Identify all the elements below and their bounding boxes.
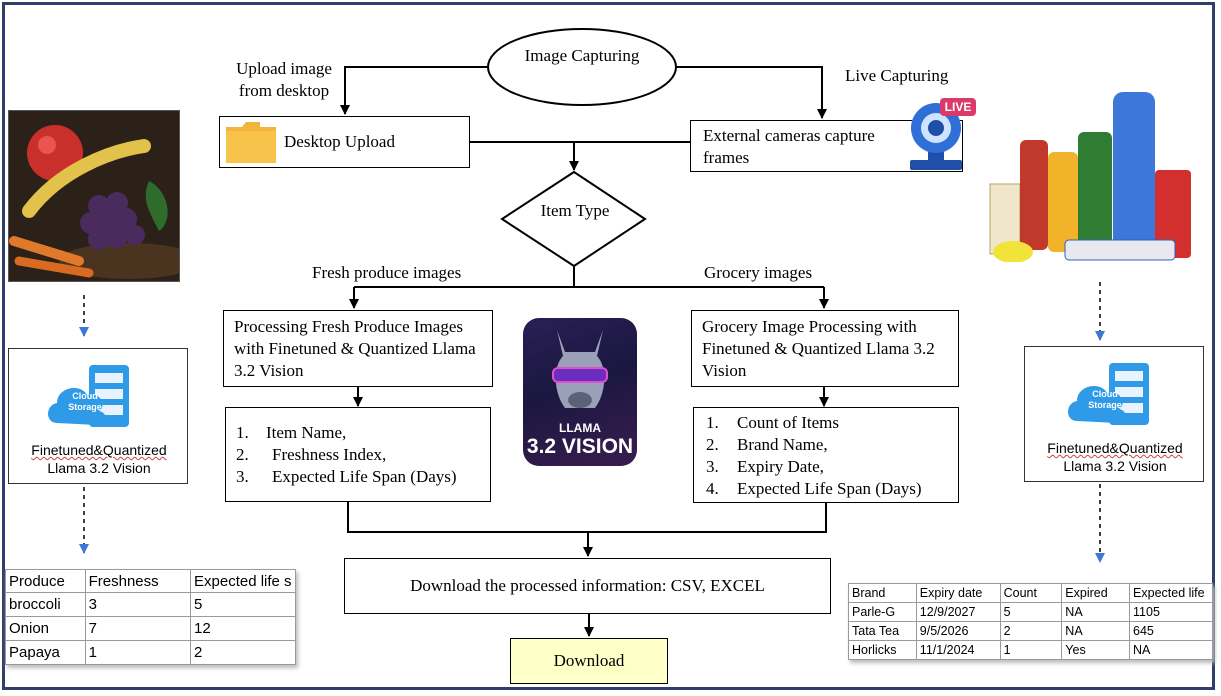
cloud-storage-icon [48,365,129,427]
table-cell: NA [1061,602,1131,622]
external-cameras-label: External cameras capture frames [703,126,875,167]
table-cell: Yes [1061,640,1131,660]
table-header-cell: Expected life [1129,583,1213,603]
table-row: Papaya 1 2 [5,640,296,665]
table-cell: 12 [190,616,296,641]
table-header-row: Brand Expiry date Count Expired Expected… [848,583,1213,603]
storage-label: Storage [68,402,102,412]
table-header-cell: Brand [848,583,917,603]
table-cell: 2 [999,621,1063,641]
model-subtitle: Llama 3.2 Vision [47,460,151,476]
model-title: Finetuned&Quantized [31,442,167,458]
fresh-produce-photo [8,110,180,282]
download-button[interactable]: Download [510,638,668,684]
table-cell: NA [1061,621,1131,641]
grocery-outputs-box: 1.Count of Items 2.Brand Name, 3.Expiry … [693,407,959,503]
live-camera-icon: LIVE [910,98,976,170]
model-subtitle: Llama 3.2 Vision [1063,458,1167,474]
image-capturing-label: Image Capturing [524,46,640,65]
logo-vision-text: 3.2 VISION [526,435,634,458]
arrow-to-desktop-upload [340,66,489,115]
outputs-join-line [347,502,827,533]
table-cell: 1 [84,640,192,665]
table-header-row: Produce Freshness Expected life s [5,569,296,593]
table-cell: 3 [84,592,192,617]
table-header-cell: Expired [1061,583,1131,603]
grocery-output-item: 2.Brand Name, [706,435,828,454]
table-cell: 7 [84,616,192,641]
model-title: Finetuned&Quantized [1047,440,1183,456]
fruit-illustration [9,111,179,281]
live-capturing-label: Live Capturing [845,66,949,85]
table-cell: broccoli [5,592,86,617]
table-header-cell: Expected life s [190,569,296,593]
desktop-upload-label: Desktop Upload [284,132,395,151]
table-cell: Parle-G [848,602,917,622]
storage-label: Storage [1088,400,1122,410]
upload-from-desktop-label: Upload image from desktop [236,59,332,100]
fresh-output-item: 2.Freshness Index, [236,445,387,464]
table-header-cell: Produce [5,569,86,593]
produce-table: Produce Freshness Expected life s brocco… [5,569,296,665]
table-cell: 5 [999,602,1063,622]
table-cell: Horlicks [848,640,917,660]
table-cell: 2 [190,640,296,665]
table-cell: 9/5/2026 [915,621,1001,641]
grocery-products-photo [989,92,1191,262]
table-cell: 1105 [1129,602,1213,622]
table-row: Parle-G 12/9/2027 5 NA 1105 [848,602,1213,622]
table-cell: 645 [1129,621,1213,641]
logo-llama-text: LLAMA [559,421,601,435]
item-type-label: Item Type [540,201,610,220]
download-info-label: Download the processed information: CSV,… [410,576,765,595]
table-row: broccoli 3 5 [5,592,296,617]
table-header-cell: Freshness [84,569,192,593]
table-cell: 12/9/2027 [915,602,1001,622]
fresh-produce-label: Fresh produce images [312,263,462,282]
table-cell: Papaya [5,640,86,665]
fresh-output-item: 1.Item Name, [236,423,347,442]
llama-vision-logo: LLAMA 3.2 VISION [523,318,637,466]
cloud-label: Cloud [1092,389,1118,399]
table-cell: NA [1129,640,1213,660]
image-capturing-oval [487,28,677,106]
grocery-table: Brand Expiry date Count Expired Expected… [848,583,1213,660]
table-row: Horlicks 11/1/2024 1 Yes NA [848,640,1213,660]
grocery-processing-box: Grocery Image Processing with Finetuned … [691,310,959,387]
fresh-processing-label: Processing Fresh Produce Images with Fin… [234,317,476,380]
grocery-images-label: Grocery images [704,263,813,282]
grocery-output-item: 3.Expiry Date, [706,457,824,476]
folder-icon [226,122,276,163]
fresh-outputs-box: 1.Item Name, 2.Freshness Index, 3.Expect… [225,407,491,502]
table-cell: 5 [190,592,296,617]
desktop-upload-box: Desktop Upload [219,116,470,168]
table-row: Onion 7 12 [5,616,296,641]
grocery-output-item: 4.Expected Life Span (Days) [706,479,922,498]
live-badge: LIVE [945,100,972,114]
grocery-output-item: 1.Count of Items [706,413,839,432]
table-cell: Tata Tea [848,621,917,641]
table-cell: 1 [999,640,1063,660]
fresh-output-item: 3.Expected Life Span (Days) [236,467,457,486]
llama-head-icon [552,330,608,408]
arrow-to-external-cameras [676,66,827,119]
cloud-storage-icon [1068,363,1149,425]
table-row: Tata Tea 9/5/2026 2 NA 645 [848,621,1213,641]
fresh-processing-box: Processing Fresh Produce Images with Fin… [223,310,493,387]
item-type-diamond [500,170,647,268]
table-cell: 11/1/2024 [915,640,1001,660]
cloud-label: Cloud [72,391,98,401]
download-info-box: Download the processed information: CSV,… [344,558,831,614]
table-header-cell: Expiry date [915,583,1001,603]
table-header-cell: Count [999,583,1063,603]
table-cell: Onion [5,616,86,641]
grocery-processing-label: Grocery Image Processing with Finetuned … [702,317,935,380]
